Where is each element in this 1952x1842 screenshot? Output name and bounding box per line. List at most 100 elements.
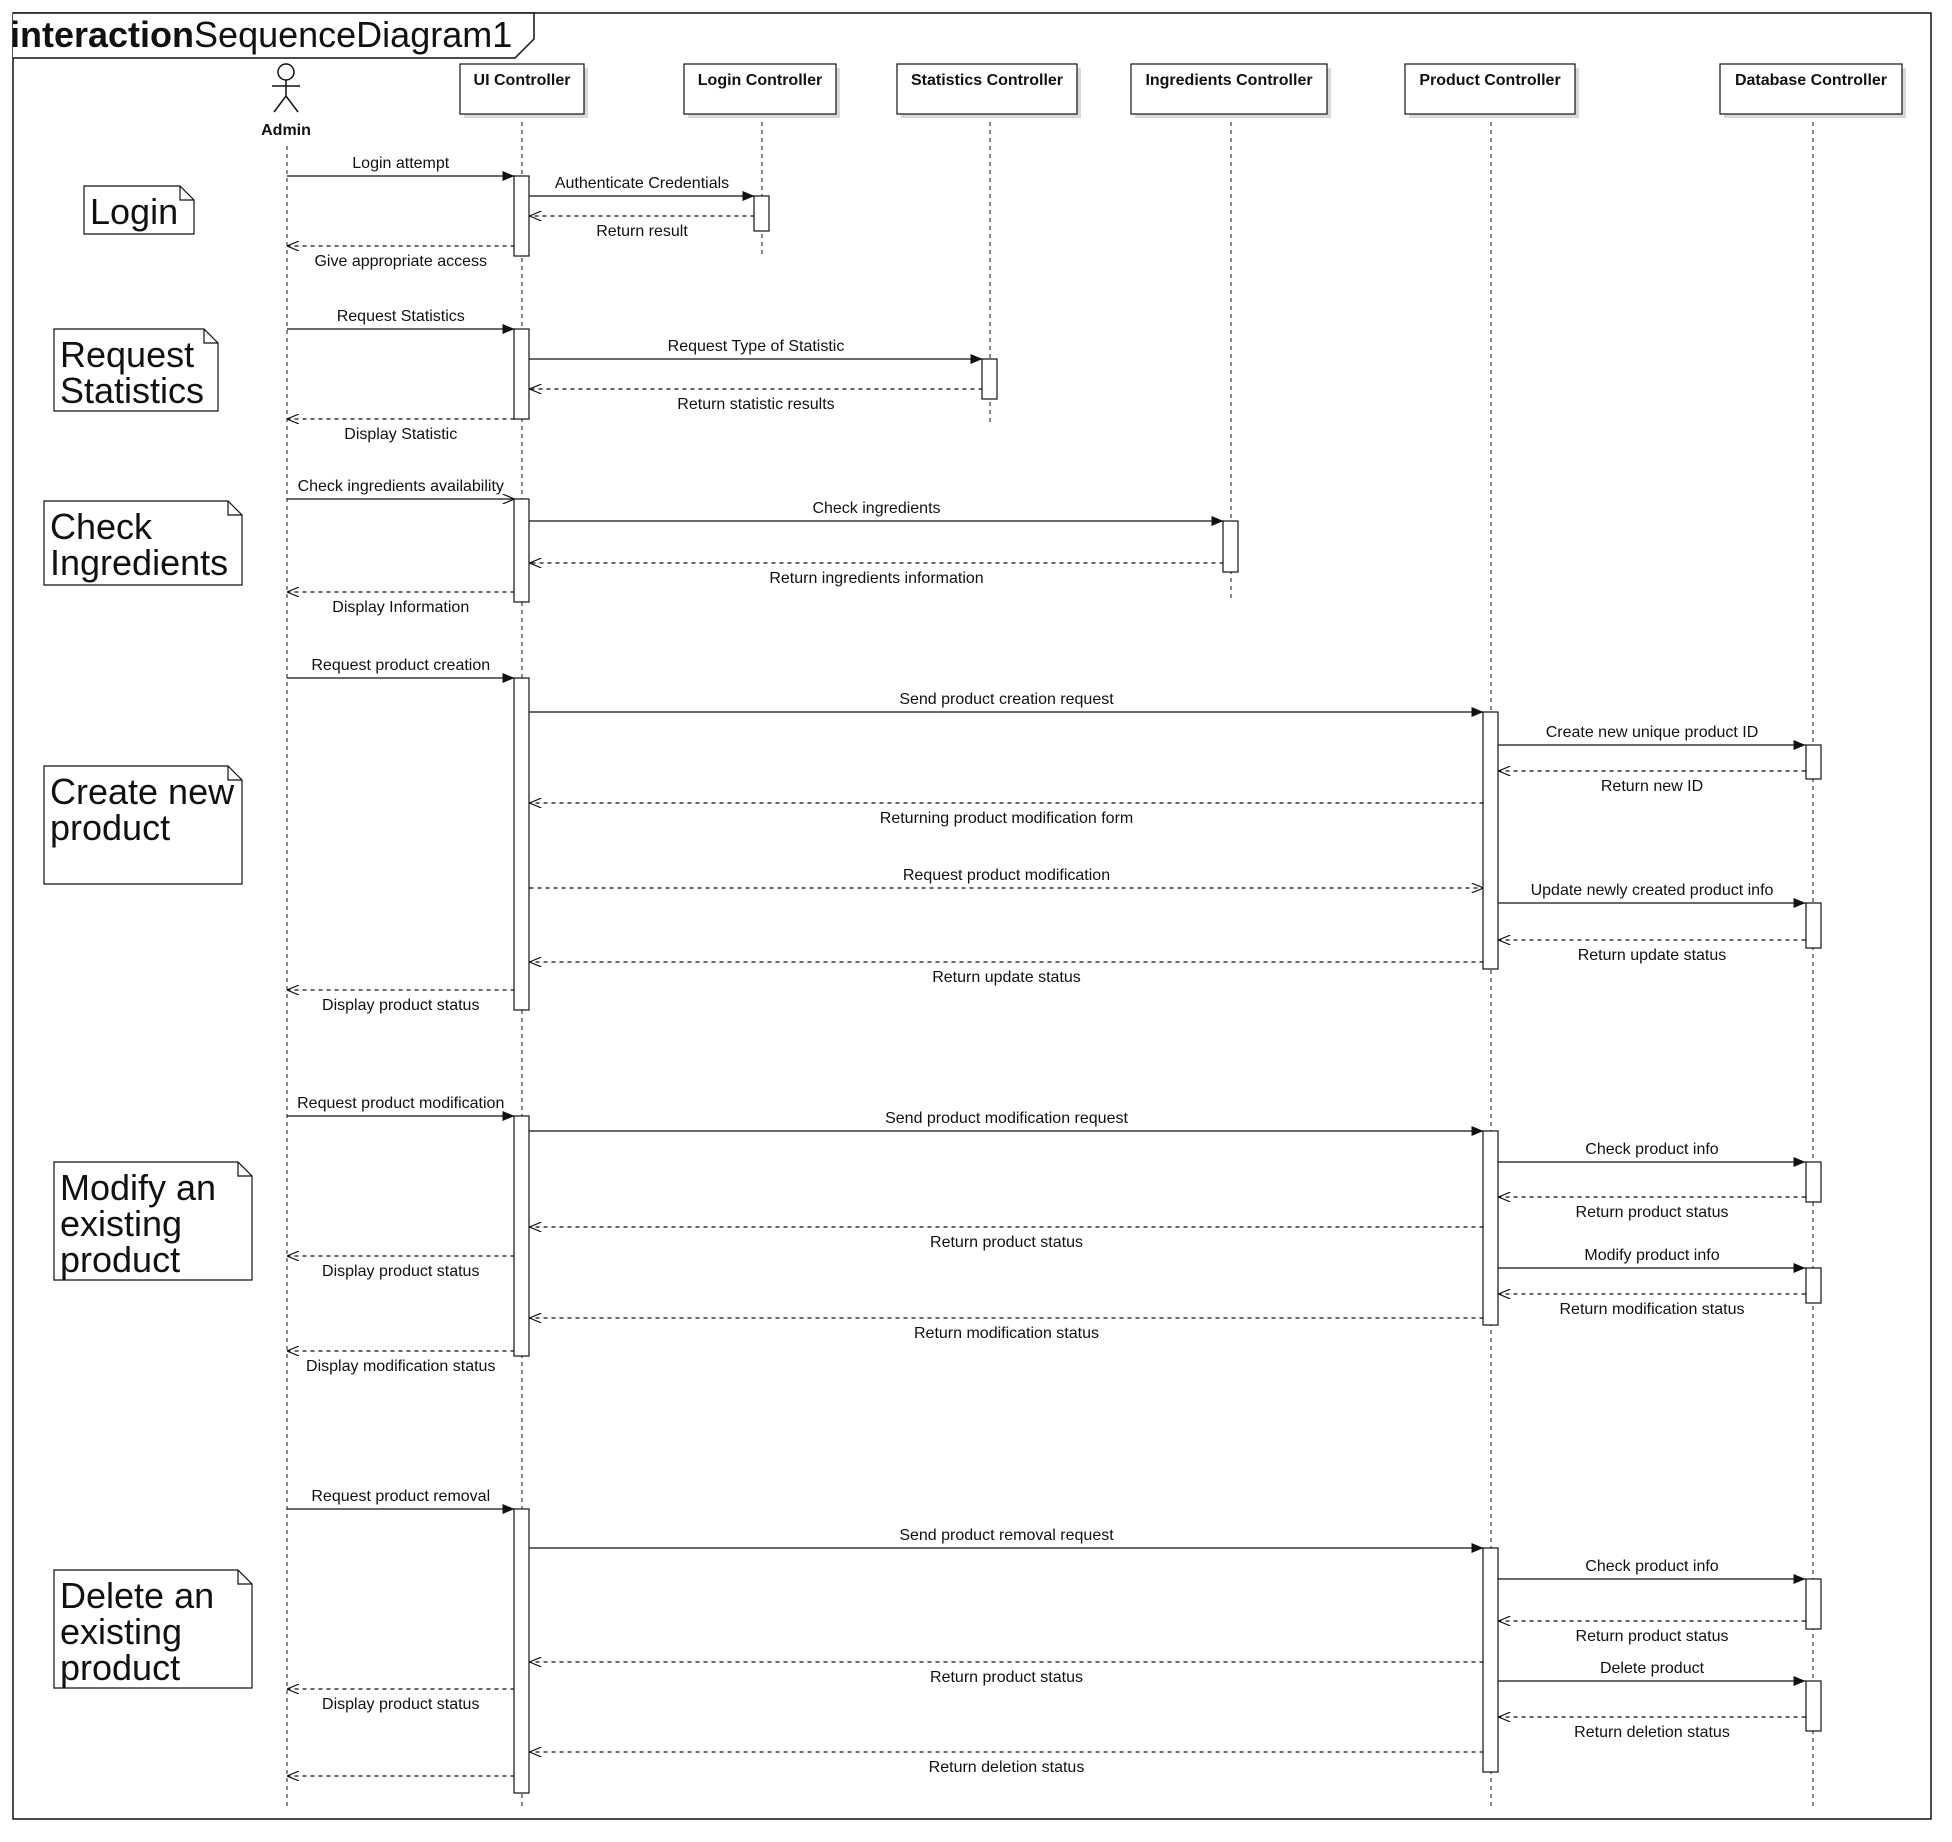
lifeline-stats: Statistics Controller [896, 63, 1081, 423]
activation-stats [981, 358, 998, 400]
note-shape [53, 328, 219, 412]
note-text: Delete an [60, 1575, 214, 1616]
lifeline-ingredients: Ingredients Controller [1130, 63, 1331, 600]
message-label: Display product status [322, 1696, 479, 1713]
activation-ui [513, 1508, 530, 1794]
section-note: Login [83, 185, 195, 235]
message-label: Request product modification [297, 1095, 504, 1112]
sync-message: Login attempt [287, 155, 515, 181]
message-label: Send product creation request [899, 691, 1114, 708]
message-label: Display Statistic [344, 426, 457, 443]
lifeline-head-login [683, 63, 837, 115]
lifeline-label-login: Login Controller [698, 72, 822, 89]
activation-db [1805, 1267, 1822, 1304]
reply-message: Display Statistic [287, 419, 515, 443]
note-text: Login [90, 191, 178, 232]
reply-message: Return product status [1498, 1197, 1806, 1221]
message-label: Check product info [1585, 1558, 1719, 1575]
message-label: Request product creation [311, 657, 490, 674]
activation-ui [513, 677, 530, 1011]
note-text: Ingredients [50, 542, 228, 583]
reply-message: Return ingredients information [529, 563, 1224, 587]
message-label: Return deletion status [929, 1759, 1085, 1776]
reply-message: Return product status [1498, 1621, 1806, 1645]
reply-message: Request product modification [529, 867, 1484, 888]
message-label: Display product status [322, 1263, 479, 1280]
message-label: Request Type of Statistic [668, 338, 845, 355]
reply-message: Display product status [287, 1689, 515, 1713]
activation-product [1482, 1547, 1499, 1773]
reply-message: Return update status [529, 962, 1484, 986]
note-text: existing [60, 1611, 182, 1652]
sync-message: Check ingredients [529, 500, 1224, 526]
message-label: Check ingredients availability [298, 478, 504, 495]
message-label: Return modification status [914, 1325, 1099, 1342]
lifeline-head-ui [459, 63, 585, 115]
lifeline-label-ingredients: Ingredients Controller [1145, 72, 1312, 89]
message-label: Return ingredients information [769, 570, 983, 587]
reply-message: Return deletion status [529, 1752, 1484, 1776]
message-label: Return product status [930, 1234, 1083, 1251]
message-label: Request product removal [311, 1488, 490, 1505]
lifeline-head-product [1404, 63, 1576, 115]
reply-message: Return modification status [1498, 1294, 1806, 1318]
message-label: Create new unique product ID [1546, 724, 1759, 741]
sync-message: Send product creation request [529, 691, 1484, 717]
note-text: Modify an [60, 1167, 216, 1208]
sync-message: Check product info [1498, 1141, 1806, 1167]
reply-message: Return update status [1498, 940, 1806, 964]
activation-ingredients [1222, 520, 1239, 573]
activation-db [1805, 744, 1822, 780]
activation-db [1805, 902, 1822, 949]
sync-message: Send product modification request [529, 1110, 1484, 1136]
sync-message: Check product info [1498, 1558, 1806, 1584]
note-text: product [50, 807, 170, 848]
note-shape [43, 500, 243, 586]
message-label: Update newly created product info [1531, 882, 1774, 899]
activation-product [1482, 1130, 1499, 1326]
activation-ui [513, 328, 530, 420]
sync-message: Request Statistics [287, 308, 515, 334]
note-shape [53, 1161, 253, 1281]
sync-message: Update newly created product info [1498, 882, 1806, 908]
lifeline-label-stats: Statistics Controller [911, 72, 1063, 89]
note-text: Statistics [60, 370, 204, 411]
reply-message: Display Information [287, 592, 515, 616]
reply-message: Return result [529, 216, 755, 240]
activation-ui [513, 175, 530, 257]
reply-message: Return new ID [1498, 771, 1806, 795]
lifeline-db: Database Controller [1719, 63, 1906, 1808]
note-shape [83, 185, 195, 235]
reply-message: Display product status [287, 1256, 515, 1280]
message-label: Display modification status [306, 1358, 495, 1375]
reply-message: Give appropriate access [287, 246, 515, 270]
message-label: Send product removal request [899, 1527, 1114, 1544]
lifeline-label-ui: UI Controller [474, 72, 571, 89]
reply-message: Return deletion status [1498, 1717, 1806, 1741]
message-label: Return new ID [1601, 778, 1703, 795]
message-label: Return result [596, 223, 688, 240]
reply-message: Return product status [529, 1662, 1484, 1686]
interaction-frame: interactionSequenceDiagram1 [10, 12, 1932, 1820]
message-label: Check product info [1585, 1141, 1719, 1158]
message-label: Modify product info [1584, 1247, 1719, 1264]
activation-bars [513, 175, 1822, 1794]
message-label: Return modification status [1560, 1301, 1745, 1318]
message-label: Authenticate Credentials [555, 175, 729, 192]
activation-db [1805, 1578, 1822, 1630]
activation-ui [513, 498, 530, 603]
message-label: Return product status [930, 1669, 1083, 1686]
note-text: product [60, 1647, 180, 1688]
activation-db [1805, 1161, 1822, 1203]
sync-message: Request product creation [287, 657, 515, 683]
note-text: existing [60, 1203, 182, 1244]
reply-message: Return product status [529, 1227, 1484, 1251]
message-label: Return update status [1578, 947, 1727, 964]
message-label: Delete product [1600, 1660, 1705, 1677]
note-text: Request [60, 334, 194, 375]
message-label: Display product status [322, 997, 479, 1014]
sync-message: Request Type of Statistic [529, 338, 983, 364]
